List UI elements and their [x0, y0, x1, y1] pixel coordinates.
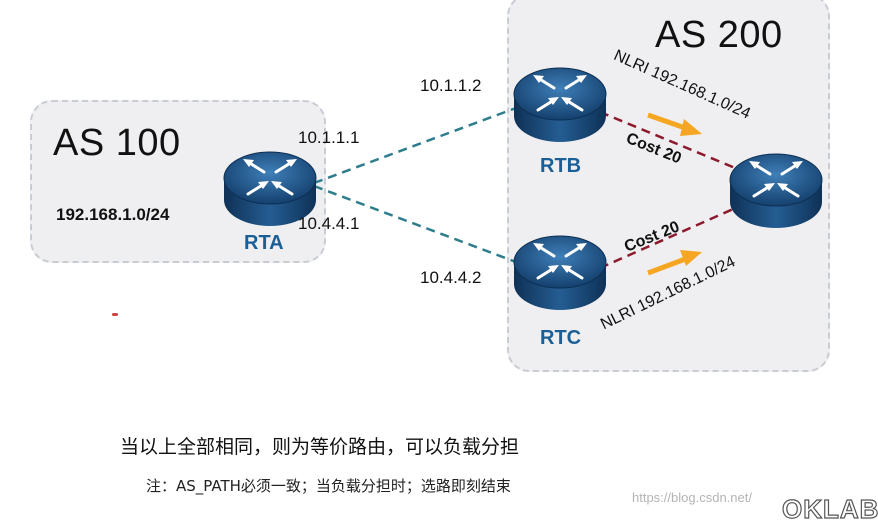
router-rta-label: RTA — [244, 232, 284, 254]
ip-rta-bottom: 10.4.4.1 — [298, 214, 360, 233]
router-rtc-label: RTC — [540, 327, 582, 349]
router-rtb-icon — [512, 66, 608, 144]
caption: 当以上全部相同，则为等价路由，可以负载分担 — [120, 436, 520, 458]
as100-label: AS 100 — [53, 122, 181, 164]
ip-rtc: 10.4.4.2 — [420, 268, 482, 287]
stray-mark — [112, 313, 118, 316]
as200-label: AS 200 — [655, 14, 783, 56]
link-rtc-right — [599, 204, 741, 270]
router-rtb-label: RTB — [540, 155, 582, 177]
arrow-top — [647, 112, 702, 136]
router-right-icon — [728, 152, 824, 230]
watermark: https://blog.csdn.net/ — [632, 490, 752, 505]
link-rta-rtb — [313, 106, 517, 185]
as100-prefix: 192.168.1.0/24 — [56, 205, 170, 224]
logo: OKLAB — [781, 493, 878, 524]
note: 注：AS_PATH必须一致；当负载分担时；选路即刻结束 — [146, 477, 511, 495]
link-rtb-right — [599, 110, 741, 172]
ip-rtb: 10.1.1.2 — [420, 76, 482, 95]
router-rtc-icon — [512, 234, 608, 312]
link-rta-rtc — [313, 184, 517, 264]
ip-rta-top: 10.1.1.1 — [298, 128, 360, 147]
arrow-bottom — [647, 250, 702, 276]
